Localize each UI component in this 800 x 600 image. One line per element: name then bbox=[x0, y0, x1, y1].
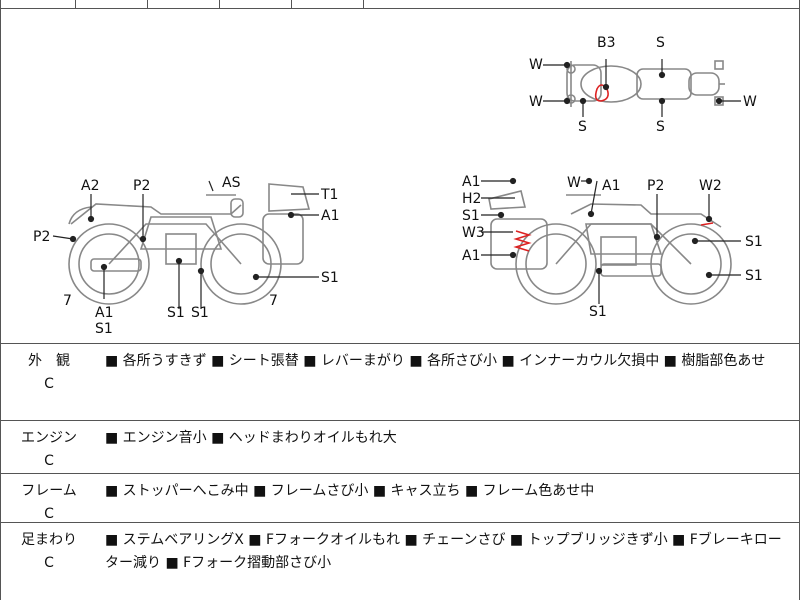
label-left-7-front: 7 bbox=[63, 293, 72, 309]
label-left-p2-side: P2 bbox=[33, 229, 50, 245]
label-right-w3: W3 bbox=[462, 225, 485, 241]
section-exterior: 外 観 C ■ 各所うすきず ■ シート張替 ■ レバーまがり ■ 各所さび小 … bbox=[1, 344, 799, 421]
label-left-7-rear: 7 bbox=[269, 293, 278, 309]
label-right-a1-top: A1 bbox=[462, 174, 480, 190]
label-top-w1: W bbox=[529, 57, 543, 73]
left-side-motorcycle bbox=[68, 183, 311, 305]
label-left-a1: A1 bbox=[321, 208, 339, 224]
motorcycle-diagram-svg: B3 S W W S S W A2 P2 AS T1 P2 A1 S1 7 A1… bbox=[33, 35, 763, 337]
section-frame: フレーム C ■ ストッパーへこみ中 ■ フレームさび小 ■ キャス立ち ■ フ… bbox=[1, 474, 799, 523]
label-left-s1-rear: S1 bbox=[321, 270, 339, 286]
label-left-a2: A2 bbox=[81, 178, 99, 194]
label-top-s2: S bbox=[578, 119, 587, 135]
label-top-w2: W bbox=[529, 94, 543, 110]
label-left-t1: T1 bbox=[320, 187, 338, 203]
leader-lines bbox=[52, 59, 741, 309]
label-top-s3: S bbox=[656, 119, 665, 135]
label-left-as: AS bbox=[222, 175, 241, 191]
section-name: 外 観 bbox=[28, 353, 70, 369]
section-name: エンジン bbox=[21, 430, 77, 446]
header-row-cut bbox=[1, 0, 799, 9]
section-grade: C bbox=[44, 453, 54, 469]
label-top-b3: B3 bbox=[597, 35, 616, 51]
label-left-s1-center: S1 bbox=[167, 305, 185, 321]
label-right-a1-bottom: A1 bbox=[462, 248, 480, 264]
section-grade: C bbox=[44, 376, 54, 392]
label-right-s1-mid: S1 bbox=[462, 208, 480, 224]
label-left-p2-top: P2 bbox=[133, 178, 150, 194]
section-suspension: 足まわり C ■ ステムベアリングX ■ Fフォークオイルもれ ■ チェーンさび… bbox=[1, 523, 799, 600]
section-notes: ■ 各所うすきず ■ シート張替 ■ レバーまがり ■ 各所さび小 ■ インナー… bbox=[105, 353, 766, 369]
label-right-w: W bbox=[567, 175, 581, 191]
section-name: フレーム bbox=[21, 483, 77, 499]
label-top-s1: S bbox=[656, 35, 665, 51]
section-notes: ■ ステムベアリングX ■ Fフォークオイルもれ ■ チェーンさび ■ トップブ… bbox=[105, 532, 782, 571]
top-view-motorcycle bbox=[566, 60, 725, 107]
section-engine: エンジン C ■ エンジン音小 ■ ヘッドまわりオイルもれ大 bbox=[1, 421, 799, 474]
label-left-s1-center2: S1 bbox=[191, 305, 209, 321]
label-top-w3: W bbox=[743, 94, 757, 110]
label-right-s1-rear-lower: S1 bbox=[745, 268, 763, 284]
section-notes: ■ ストッパーへこみ中 ■ フレームさび小 ■ キャス立ち ■ フレーム色あせ中 bbox=[105, 483, 595, 499]
right-side-motorcycle bbox=[488, 190, 732, 305]
label-right-s1-rear-upper: S1 bbox=[745, 234, 763, 250]
section-name: 足まわり bbox=[21, 532, 77, 548]
label-left-s1-bottom: S1 bbox=[95, 321, 113, 337]
section-grade: C bbox=[44, 506, 54, 522]
label-right-a1: A1 bbox=[602, 178, 620, 194]
label-right-s1-bottom: S1 bbox=[589, 304, 607, 320]
label-right-w2: W2 bbox=[699, 178, 722, 194]
label-right-h2: H2 bbox=[462, 191, 481, 207]
damage-marks bbox=[513, 84, 714, 252]
label-left-a1-bottom: A1 bbox=[95, 305, 113, 321]
section-notes: ■ エンジン音小 ■ ヘッドまわりオイルもれ大 bbox=[105, 430, 397, 446]
section-grade: C bbox=[44, 555, 54, 571]
damage-diagram: B3 S W W S S W A2 P2 AS T1 P2 A1 S1 7 A1… bbox=[1, 9, 799, 344]
label-right-p2: P2 bbox=[647, 178, 664, 194]
